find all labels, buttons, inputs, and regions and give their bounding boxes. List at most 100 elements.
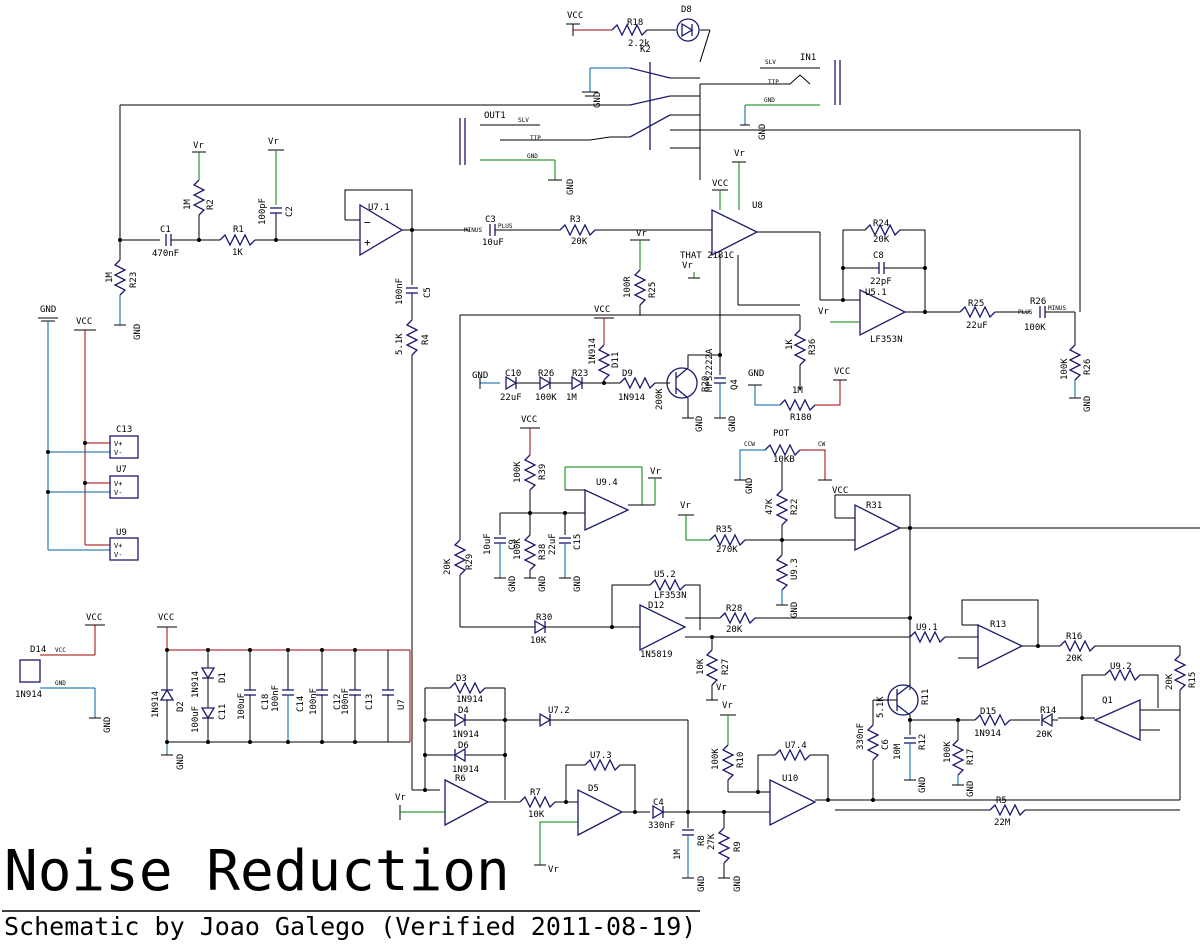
r23-value: 1M xyxy=(105,272,115,283)
c4-gnd: GND xyxy=(697,876,707,892)
u7-3-vr: Vr xyxy=(548,865,559,875)
r27-ref: U9.1 xyxy=(916,623,938,633)
c3-plus: PLUS xyxy=(498,223,513,230)
c6-gnd: GND xyxy=(918,777,928,793)
c5-ref: C5 xyxy=(423,287,433,298)
u10-vcc: VCC xyxy=(86,613,102,623)
r36-ref: R36 xyxy=(808,339,818,355)
svg-text:+: + xyxy=(364,236,371,249)
r28-value: 10K xyxy=(696,658,706,675)
out1-ref: OUT1 xyxy=(484,111,506,121)
u7-pwr-ref: C13 xyxy=(116,425,132,435)
output-jack-out1: OUT1 SLV TIP GND GND xyxy=(459,111,611,195)
c12-value: 100nF xyxy=(341,688,351,715)
u8-ref: U8 xyxy=(752,201,763,211)
d9-ref: R23 xyxy=(572,369,588,379)
r30-ref: R28 xyxy=(726,604,742,614)
d3-ref: D4 xyxy=(458,706,469,716)
u9-vminus: V- xyxy=(114,489,122,497)
c15-ref: C15 xyxy=(573,534,583,550)
c2-value: 100pF xyxy=(258,198,268,225)
c9-value: 10uF xyxy=(483,533,493,555)
d9-value: 1M xyxy=(566,393,577,403)
c10-ref: R26 xyxy=(1030,297,1046,307)
c11-value: 100uF xyxy=(237,693,247,720)
c5-value: 100nF xyxy=(395,278,405,305)
pot-ccw: CCW xyxy=(744,441,755,448)
u10-value: 1N914 xyxy=(15,690,42,700)
diode-ladder: GND C10 C10 22uF R26 100K R23 1M D9 1N91… xyxy=(472,305,670,403)
u8-vr: Vr xyxy=(734,149,745,159)
transistor-q1: 5.1K R11 330nF C6 10M R12 GND 100K R17 G… xyxy=(856,684,1058,800)
bank-vcc: VCC xyxy=(158,613,174,623)
r13-ref: R16 xyxy=(1066,632,1082,642)
r26-ref: R26 xyxy=(1083,359,1093,375)
r38-value: 100K xyxy=(513,538,523,560)
r17-ref: D15 xyxy=(980,707,996,717)
r31-ref: R29 xyxy=(465,554,475,570)
u10-gnd-pin: GND xyxy=(55,680,66,687)
r13-value: 20K xyxy=(1066,654,1083,664)
r6-value: 10K xyxy=(528,810,545,820)
u9-4-vr: Vr xyxy=(650,467,661,477)
r19-vcc: VCC xyxy=(594,305,610,315)
c3-minus: MINUS xyxy=(464,227,482,234)
c8-ref: C8 xyxy=(873,251,884,261)
r7-ref: U7.3 xyxy=(590,751,612,761)
decoupling-bank: VCC 1N914 D2 1N914 D1 100uF C11 GND 100u… xyxy=(151,613,411,770)
c3-value: 10uF xyxy=(482,238,504,248)
d10-ref: R26 xyxy=(538,369,554,379)
r10-ref: U7.4 xyxy=(785,741,807,751)
r39-ref: R39 xyxy=(538,464,548,480)
r30-value: 20K xyxy=(726,625,743,635)
r3-value: 20K xyxy=(571,237,588,247)
c10-minus: MINUS xyxy=(1048,305,1066,312)
in1-ref: IN1 xyxy=(800,53,816,63)
r180-vcc: VCC xyxy=(834,367,850,377)
u7-3-ref: D5 xyxy=(588,784,599,794)
input-jack-in1: IN1 SLV TIP GND GND xyxy=(740,53,841,140)
opamp-u7-2: D3 1N914 D4 1N914 D6 1N914 R6 Vr U7.2 xyxy=(395,674,689,827)
coupling-c3-r3: C3 10uF MINUS PLUS R3 20K Vr 100R R25 xyxy=(464,215,712,315)
u9-2-ref: Q1 xyxy=(1102,696,1113,706)
r9-value: 100K xyxy=(711,748,721,770)
r38-gnd: GND xyxy=(538,576,548,592)
c2-vr: Vr xyxy=(268,137,279,147)
c1-ref: C1 xyxy=(160,225,171,235)
r37-vr: Vr xyxy=(636,229,647,239)
out1-slv-label: SLV xyxy=(518,117,529,124)
r29-value: LF353N xyxy=(654,591,687,601)
u5-2-value: 1N5819 xyxy=(640,650,673,660)
d4-ref: D6 xyxy=(458,741,469,751)
opamp-u9-3: Vr R35 270K R31 xyxy=(678,494,1200,690)
d8-ref: D8 xyxy=(681,5,692,15)
u7-1-ref: U7.1 xyxy=(368,203,390,213)
c14-ref: C12 xyxy=(333,694,343,710)
r35-gnd: GND xyxy=(790,602,800,618)
u5-2-ref: D12 xyxy=(648,601,664,611)
opamp-u5-1: R24 20K C8 22pF U5.1 LF353N Vr xyxy=(818,219,960,345)
out1-gnd-label: GND xyxy=(527,153,538,160)
c7-gnd: GND xyxy=(728,416,738,432)
d2-value: 1N914 xyxy=(191,671,201,698)
transistor-q4: 200K R20 GND MPS2222A Q4 GND xyxy=(655,348,740,432)
psu-vcc-label: VCC xyxy=(76,317,92,327)
d14-ref: D2 xyxy=(176,701,186,712)
u10-gnd: GND xyxy=(103,717,113,733)
page-title: Noise Reduction xyxy=(4,839,510,904)
r1-value: 1K xyxy=(232,248,243,258)
r16-ref: R15 xyxy=(1188,672,1198,688)
r25-ref-label: R25 xyxy=(968,299,984,309)
c9-gnd: GND xyxy=(508,576,518,592)
r38-ref: R38 xyxy=(538,544,548,560)
r8-value: 27K xyxy=(707,833,717,850)
r4-ref: R4 xyxy=(421,334,431,345)
vcc-label: VCC xyxy=(567,11,583,21)
u7-vplus: V+ xyxy=(114,440,122,448)
svg-text:−: − xyxy=(364,216,371,229)
r1-ref: R1 xyxy=(233,225,244,235)
r5-value: 1N914 xyxy=(456,695,483,705)
relay-k2: K2 GND xyxy=(120,45,1080,180)
opamp-u9-1: U9.1 R13 R16 20K xyxy=(909,599,1180,670)
